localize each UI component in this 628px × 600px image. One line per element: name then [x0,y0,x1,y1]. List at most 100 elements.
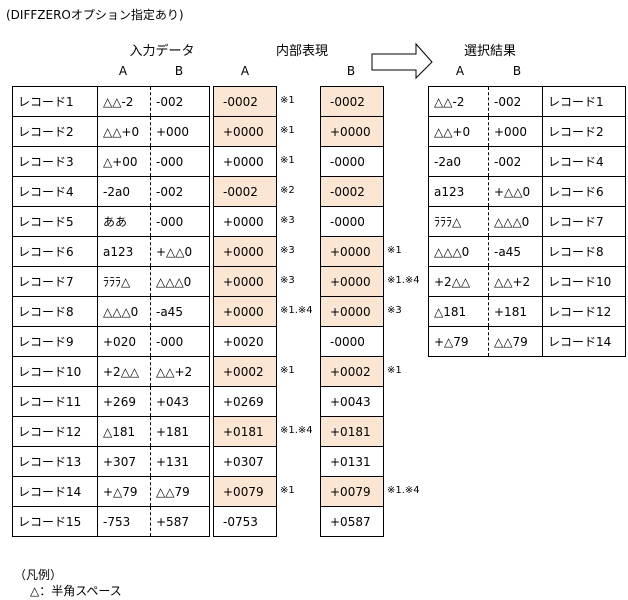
input-a-cell: a123 [97,236,151,267]
record-name-cell: レコード10 [542,266,626,297]
internal-row: -0002 [320,86,384,117]
input-a-cell: △181 [97,416,151,447]
input-b-cell: +131 [150,446,210,477]
input-row: レコード9+020-000 [12,326,210,357]
internal-row: +0020 [213,326,277,357]
internal-row: +0000 [320,236,384,267]
selection-result-header: 選択結果 [463,44,516,59]
input-a-cell: ああ [97,206,151,237]
internal-b-cell: +0000 [320,266,384,297]
internal-row: +0000 [213,296,277,327]
result-a-cell: △181 [428,296,489,327]
page-title: (DIFFZEROオプション指定あり) [6,8,184,22]
record-name-cell: レコード14 [12,476,98,507]
internal-b-cell: +0000 [320,296,384,327]
legend-title: （凡例） [14,568,63,582]
internal-a-cell: -0002 [213,86,277,117]
result-a-cell: △△△0 [428,236,489,267]
result-b-cell: -002 [488,86,543,117]
internal-row: -0002 [213,176,277,207]
internal-row: +0181 [213,416,277,447]
internal-row: +0000 [213,236,277,267]
internal-a-table: -0002+0000+0000-0002+0000+0000+0000+0000… [213,86,277,537]
annotation-note: ※3 [280,275,295,286]
result-a-cell: +2△△ [428,266,489,297]
result-b-cell: +181 [488,296,543,327]
internal-row: -0002 [320,176,384,207]
internal-a-cell: +0307 [213,446,277,477]
record-name-cell: レコード1 [12,86,98,117]
record-name-cell: レコード3 [12,146,98,177]
input-col-a-label: A [118,64,128,78]
annotation-note: ※1.※4 [280,305,313,316]
input-b-cell: +△△0 [150,236,210,267]
input-b-cell: -000 [150,146,210,177]
internal-b-cell: +0587 [320,506,384,537]
annotation-note: ※1 [280,365,295,376]
input-row: レコード14+△79△△79 [12,476,210,507]
input-col-b-label: B [174,64,184,78]
input-row: レコード8△△△0-a45 [12,296,210,327]
internal-row: +0079 [320,476,384,507]
internal-row: -0000 [320,326,384,357]
annotation-note: ※1 [280,125,295,136]
input-a-cell: -2a0 [97,176,151,207]
record-name-cell: レコード8 [542,236,626,267]
internal-a-cell: +0269 [213,386,277,417]
internal-a-cell: +0181 [213,416,277,447]
internal-b-cell: +0002 [320,356,384,387]
input-b-cell: -000 [150,326,210,357]
result-b-cell: -a45 [488,236,543,267]
record-name-cell: レコード13 [12,446,98,477]
internal-row: -0000 [320,146,384,177]
result-b-cell: △△+2 [488,266,543,297]
record-name-cell: レコード11 [12,386,98,417]
record-name-cell: レコード12 [542,296,626,327]
internal-row: -0002 [213,86,277,117]
internal-row: +0000 [213,116,277,147]
internal-a-cell: +0000 [213,296,277,327]
annotation-note: ※1 [387,245,402,256]
result-b-cell: △△△0 [488,206,543,237]
input-b-cell: +181 [150,416,210,447]
input-a-cell: ﾗﾗﾗ△ [97,266,151,297]
annotation-note: ※2 [280,185,295,196]
result-a-cell: △△+0 [428,116,489,147]
internal-representation-header: 内部表現 [275,44,328,59]
internal-b-cell: -0002 [320,86,384,117]
internal-b-cell: -0000 [320,326,384,357]
internal-row: -0753 [213,506,277,537]
annotation-note: ※1 [280,485,295,496]
result-col-b-label: B [512,64,522,78]
input-row: レコード1△△-2-002 [12,86,210,117]
input-a-cell: △△+0 [97,116,151,147]
internal-a-cell: +0000 [213,146,277,177]
internal-row: +0269 [213,386,277,417]
legend-item: △：半角スペース [30,584,122,598]
internal-row: +0307 [213,446,277,477]
record-name-cell: レコード1 [542,86,626,117]
result-b-cell: -002 [488,146,543,177]
internal-row: +0043 [320,386,384,417]
input-a-cell: +2△△ [97,356,151,387]
internal-a-cell: +0000 [213,236,277,267]
internal-row: +0000 [320,116,384,147]
internal-b-cell: +0000 [320,236,384,267]
internal-row: +0000 [213,146,277,177]
result-b-cell: +△△0 [488,176,543,207]
internal-row: +0181 [320,416,384,447]
record-name-cell: レコード9 [12,326,98,357]
result-a-cell: ﾗﾗﾗ△ [428,206,489,237]
internal-row: -0000 [320,206,384,237]
result-a-cell: a123 [428,176,489,207]
result-col-a-label: A [455,64,465,78]
input-row: レコード2△△+0+000 [12,116,210,147]
internal-row: +0002 [213,356,277,387]
